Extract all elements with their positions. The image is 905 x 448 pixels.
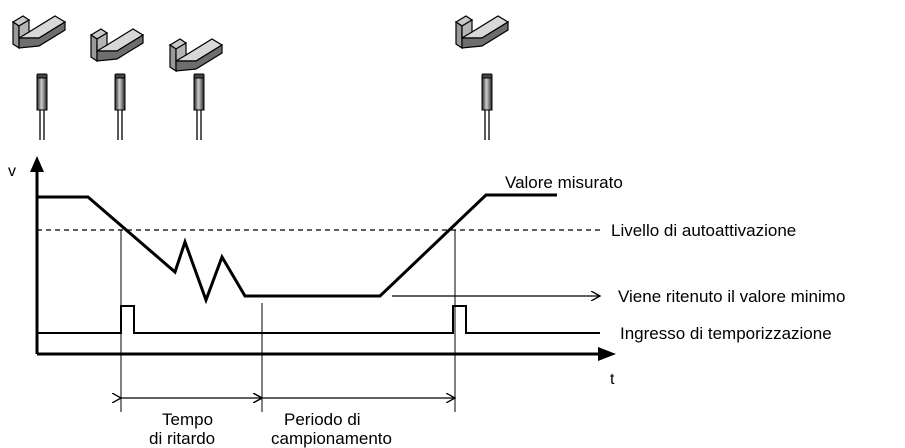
l-bracket-icon (12, 15, 66, 49)
sampling-period-label-line1: Periodo di (284, 410, 361, 429)
proximity-sensor-icon (114, 73, 126, 141)
x-axis-arrow (598, 347, 616, 361)
measured-value-curve (37, 193, 557, 305)
measured-value-label: Valore misurato (505, 173, 623, 192)
delay-time-label-line2: di ritardo (149, 429, 215, 448)
y-axis-label: v (8, 163, 16, 180)
proximity-sensor-icon (193, 73, 205, 141)
delay-time-label-line1: Tempo (162, 410, 213, 429)
y-axis-arrow (30, 156, 44, 172)
timing-input-label: Ingresso di temporizzazione (620, 324, 832, 343)
proximity-sensor-icon (36, 73, 48, 141)
minimum-held-label: Viene ritenuto il valore minimo (618, 287, 845, 306)
x-axis-label: t (610, 371, 615, 388)
sampling-period-label-line2: campionamento (271, 429, 392, 448)
l-bracket-icon (455, 15, 509, 49)
proximity-sensor-icon (481, 73, 493, 141)
self-trigger-level-label: Livello di autoattivazione (611, 221, 796, 240)
l-bracket-icon (169, 38, 223, 72)
l-bracket-icon (90, 28, 144, 62)
